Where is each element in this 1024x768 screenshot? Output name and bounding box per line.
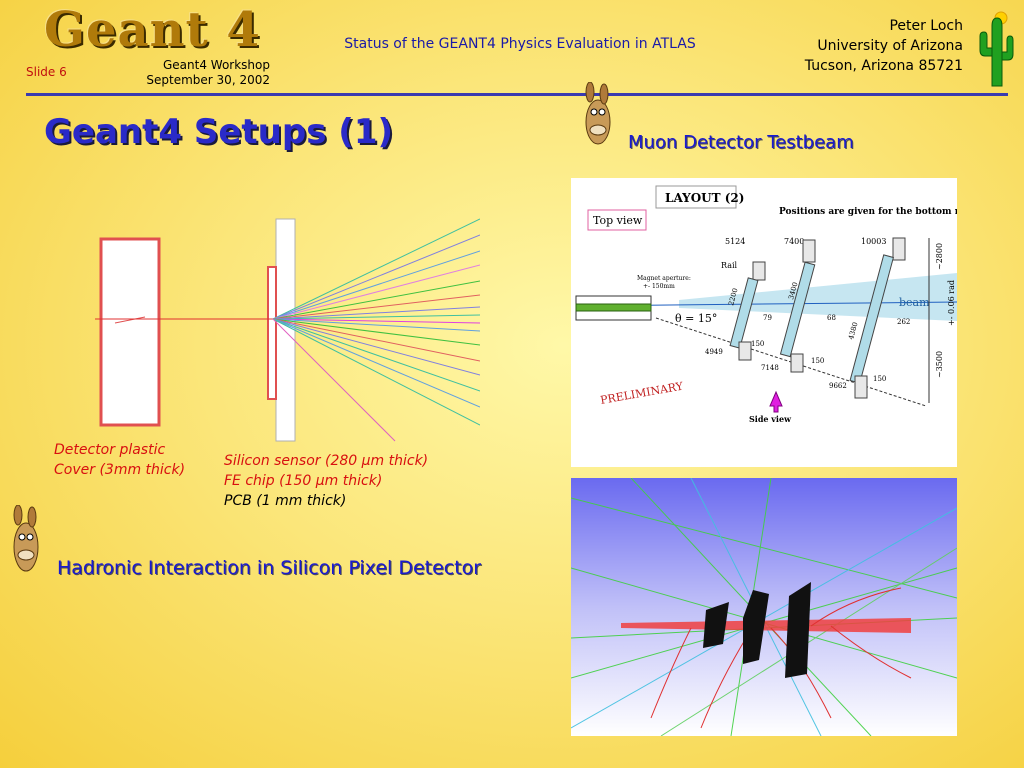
geant4-logo: Geant 4	[44, 2, 261, 58]
sensor-caption-line: FE chip (150 µm thick)	[224, 473, 383, 489]
author-name: Peter Loch	[889, 18, 963, 34]
beam-label: beam	[899, 296, 930, 309]
workshop-name: Geant4 Workshop	[163, 58, 270, 72]
dim-right-label: +- 0.06 rad	[947, 280, 956, 326]
dim-label: 5124	[725, 237, 745, 246]
rail-label: Rail	[721, 261, 738, 270]
angle-label: θ = 15°	[675, 312, 717, 325]
cover-caption-line: Cover (3mm thick)	[54, 462, 186, 478]
layout-subtitle: Positions are given for the bottom rails	[779, 207, 957, 217]
silicon-tracks-figure	[95, 218, 480, 442]
hadronic-interaction-title: Hadronic Interaction in Silicon Pixel De…	[57, 557, 482, 579]
chamber-height: 4380	[847, 321, 859, 340]
cover-caption-line: Detector plastic	[54, 442, 166, 458]
workshop-date: September 30, 2002	[146, 73, 270, 87]
sensor-caption-line: PCB (1 mm thick)	[224, 493, 347, 509]
dim-right-label: ~3500	[935, 351, 944, 378]
slide-number: Slide 6	[26, 65, 67, 79]
sensor-shape	[267, 266, 277, 400]
plastic-cover-shape	[99, 237, 161, 427]
pixel-module-shape	[703, 602, 729, 648]
position-label: 9662	[829, 382, 847, 390]
header-divider	[26, 93, 1008, 96]
bottom-dim-label: 150	[811, 357, 824, 365]
pixel-module-shape	[743, 590, 769, 664]
bottom-dim-label: 150	[751, 340, 764, 348]
position-label: 7148	[761, 364, 779, 372]
side-view-label: Side view	[749, 414, 792, 424]
top-view-label: Top view	[593, 214, 643, 227]
coyote-mascot-icon	[13, 505, 39, 572]
arrow-up-icon	[769, 390, 783, 413]
workshop-info: Geant4 Workshop September 30, 2002	[120, 58, 270, 88]
header-title: Status of the GEANT4 Physics Evaluation …	[344, 36, 696, 52]
pcb-board-shape	[275, 218, 296, 442]
cover-caption: Detector plastic Cover (3mm thick)	[54, 440, 185, 480]
position-label: 4949	[705, 348, 723, 356]
sensor-caption: Silicon sensor (280 µm thick) FE chip (1…	[224, 451, 428, 511]
dim-right-label: ~2800	[935, 243, 944, 270]
dim-label: 7400	[784, 237, 804, 246]
cactus-icon	[979, 11, 1014, 87]
muon-testbeam-title: Muon Detector Testbeam	[628, 132, 854, 153]
magnet-label: Magnet aperture:	[637, 275, 691, 282]
muon-layout-diagram: LAYOUT (2) Positions are given for the b…	[571, 178, 977, 467]
layout-title: LAYOUT (2)	[665, 191, 744, 205]
offset-label: 68	[827, 314, 836, 322]
magnet-label: +- 150mm	[643, 283, 675, 290]
offset-label: 262	[897, 318, 910, 326]
bottom-dim-label: 150	[873, 375, 886, 383]
coyote-mascot-icon	[585, 82, 611, 145]
sensor-caption-line: Silicon sensor (280 µm thick)	[224, 453, 429, 469]
author-location: Tucson, Arizona 85721	[804, 58, 963, 74]
page-title: Geant4 Setups (1)	[44, 112, 394, 152]
preliminary-label: PRELIMINARY	[599, 379, 684, 406]
event-display-image	[570, 477, 958, 737]
author-affiliation: University of Arizona	[817, 38, 963, 54]
author-block: Peter Loch University of Arizona Tucson,…	[760, 16, 963, 76]
pixel-module-shape	[785, 582, 811, 678]
dim-label: 10003	[861, 237, 886, 246]
offset-label: 79	[763, 314, 772, 322]
